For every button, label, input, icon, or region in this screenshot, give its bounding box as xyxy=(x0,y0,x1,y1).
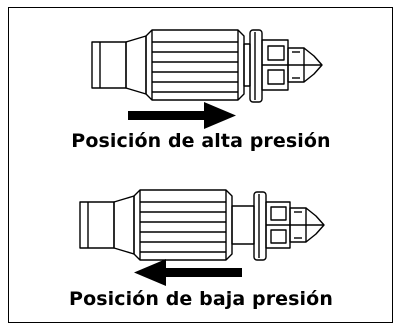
high-pressure-caption: Posición de alta presión xyxy=(71,130,331,152)
low-pressure-caption: Posición de baja presión xyxy=(69,288,333,310)
nozzle-high-pressure-illustration xyxy=(91,29,323,103)
left-arrow-icon xyxy=(134,259,242,286)
right-arrow-icon xyxy=(128,102,236,129)
nozzle-low-pressure-illustration xyxy=(79,189,325,261)
